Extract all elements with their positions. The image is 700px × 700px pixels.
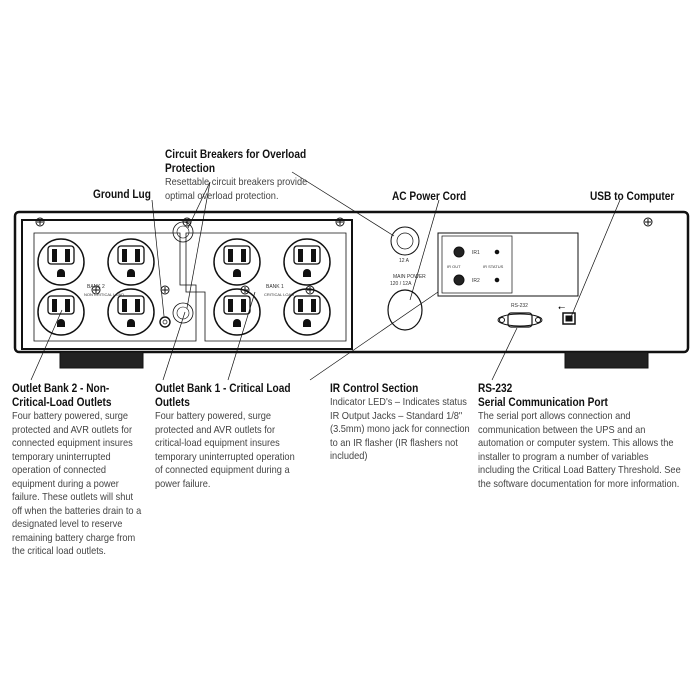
screw-icon — [91, 285, 101, 295]
ac-outlet — [107, 288, 155, 336]
screw-icon — [335, 217, 345, 227]
usb-callout: USB to Computer — [590, 191, 675, 203]
circuit-breaker-main — [390, 226, 420, 256]
ac-outlet — [283, 288, 331, 336]
ir-out-label: IR OUT — [447, 264, 461, 269]
ir-panel — [437, 232, 579, 297]
usb-port — [562, 312, 576, 325]
ir2-jack — [453, 274, 465, 286]
screw-icon — [643, 217, 653, 227]
screw-icon — [35, 217, 45, 227]
ac-outlet — [107, 238, 155, 286]
rs232-panel-label: RS-232 — [511, 303, 528, 309]
ir-status-label: IR STATUS — [483, 264, 504, 269]
ac-outlet — [37, 238, 85, 286]
left-foot — [59, 351, 144, 369]
screw-icon — [160, 285, 170, 295]
ground-lug-callout: Ground Lug — [93, 189, 151, 201]
breaker-rating: 12 A — [399, 258, 410, 264]
ir1-label: IR1 — [472, 250, 480, 256]
circuit-breaker-2 — [172, 302, 194, 324]
screw-icon — [182, 217, 192, 227]
bank2-frame — [33, 232, 197, 342]
bank1-label: BANK 1 — [266, 284, 284, 290]
ac-outlet — [213, 238, 261, 286]
chassis — [13, 210, 690, 354]
ac-power-cord-inlet — [387, 289, 423, 331]
bank1-frame — [185, 232, 347, 342]
ac-power-callout: AC Power Cord — [392, 191, 467, 203]
circuit-breakers-callout: Circuit Breakers for Overload Protection… — [165, 149, 308, 202]
ground-lug — [159, 316, 171, 328]
ac-outlet — [283, 238, 331, 286]
usb-icon: ⭠ — [558, 302, 565, 312]
bank2-callout: Outlet Bank 2 - Non-Critical-Load Outlet… — [12, 383, 142, 557]
main-power-rating: 120 / 12A — [390, 281, 412, 287]
ir1-led — [494, 249, 500, 255]
ac-outlet — [213, 288, 261, 336]
main-power-label: MAIN POWER — [393, 274, 426, 280]
bank1-sublabel: CRITICAL LOAD — [264, 292, 294, 297]
ir2-led — [494, 277, 500, 283]
bank2-label: BANK 2 — [87, 284, 105, 290]
ac-outlet — [37, 288, 85, 336]
bank2-sublabel: NON CRITICAL LOAD — [84, 292, 124, 297]
screw-icon — [240, 285, 250, 295]
ir2-label: IR2 — [472, 278, 480, 284]
ir1-jack — [453, 246, 465, 258]
rs232-port — [497, 312, 543, 328]
right-foot — [564, 351, 649, 369]
screw-icon — [305, 285, 315, 295]
